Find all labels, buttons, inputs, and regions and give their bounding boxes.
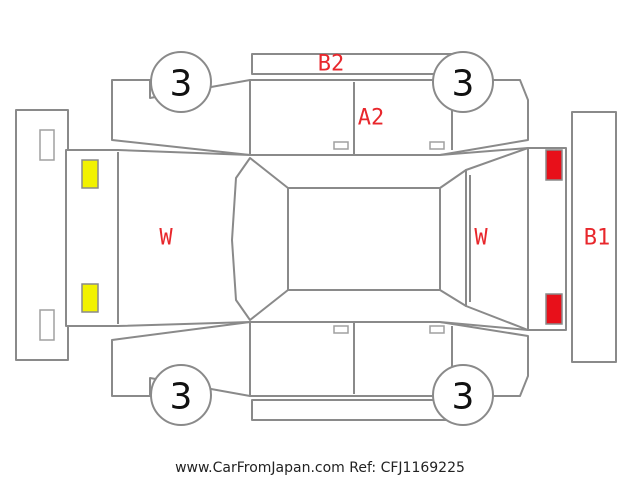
damage-code-rear-bumper: B1 (584, 226, 611, 251)
rear-bumper (571, 111, 617, 363)
headlight-bottom (81, 283, 99, 313)
taillight-top (545, 149, 563, 181)
upper-handle-front (333, 141, 349, 150)
damage-code-door: A2 (358, 106, 385, 131)
roof (287, 187, 441, 291)
roof-rail-bottom (251, 399, 453, 421)
tire-rear-left-circle (432, 51, 494, 113)
tire-front-left-circle (150, 51, 212, 113)
tire-rear-right-grade: 3 (452, 377, 475, 418)
lower-handle-rear (429, 325, 445, 334)
front-bumper-slot-top (39, 129, 55, 161)
front-bumper-slot-bottom (39, 309, 55, 341)
front-bumper (15, 109, 69, 361)
tire-front-right-circle (150, 364, 212, 426)
reference-footer: www.CarFromJapan.com Ref: CFJ1169225 (175, 460, 465, 476)
upper-handle-rear (429, 141, 445, 150)
tire-front-left-grade: 3 (170, 64, 193, 105)
headlight-top (81, 159, 99, 189)
windshield (231, 157, 289, 321)
tire-rear-right-circle (432, 364, 494, 426)
upper-side-panel (111, 79, 529, 156)
taillight-bottom (545, 293, 563, 325)
rear-glass-frame (439, 169, 467, 307)
rear-window (465, 147, 529, 331)
damage-code-hood: W (159, 226, 173, 251)
tire-front-right-grade: 3 (170, 377, 193, 418)
roof-rail-top (251, 53, 453, 75)
damage-code-roof-rail: B2 (318, 52, 345, 77)
damage-code-rear-window: W (474, 226, 488, 251)
tire-rear-left-grade: 3 (452, 64, 475, 105)
lower-handle-front (333, 325, 349, 334)
